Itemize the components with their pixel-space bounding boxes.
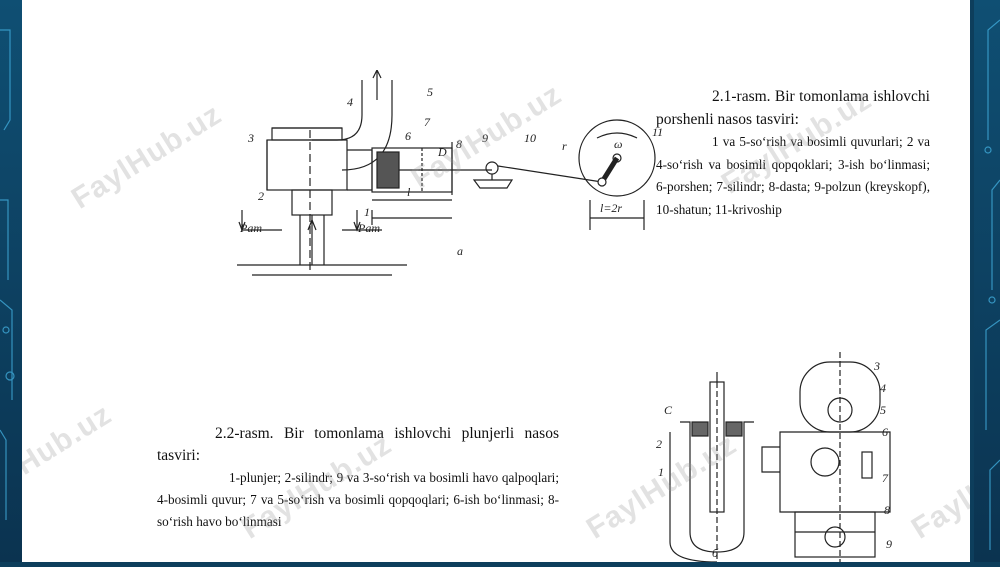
circuit-decoration-right (984, 19, 1000, 550)
watermark: FaylHub.uz (905, 427, 970, 546)
circuit-decoration-left (0, 29, 15, 520)
fig2-label-sub: б (712, 546, 719, 560)
fig2-label-6: 6 (882, 425, 888, 439)
fig2-label-2: 2 (656, 437, 662, 451)
fig1-label-r: r (562, 139, 567, 153)
fig1-label-6: 6 (405, 129, 411, 143)
figure2-caption: 2.2-rasm. Bir tomonlama ishlovchi plunje… (157, 423, 559, 533)
slide: 5 4 3 2 1 6 7 8 9 10 11 Pam Pam l D l=2r… (22, 0, 970, 562)
fig1-label-l2r: l=2r (600, 201, 622, 215)
fig1-label-3: 3 (247, 131, 254, 145)
fig1-label-omega: ω (614, 137, 622, 151)
fig1-label-4: 4 (347, 95, 353, 109)
fig1-label-l: l (407, 185, 411, 199)
fig2-label-1: 1 (658, 465, 664, 479)
plunger-pump-diagram: 3 4 5 6 7 8 9 C 2 1 б (656, 352, 892, 562)
fig1-label-7: 7 (424, 115, 431, 129)
fig1-label-8: 8 (456, 137, 462, 151)
right-circuit-border (974, 0, 1000, 562)
fig1-label-11: 11 (652, 125, 663, 139)
fig2-label-8: 8 (884, 503, 890, 517)
figure1-title: 2.1-rasm. Bir tomonlama ishlovchi porshe… (656, 88, 930, 128)
left-circuit-border (0, 0, 26, 562)
fig1-label-2: 2 (258, 189, 264, 203)
fig1-label-1: 1 (364, 205, 370, 219)
watermark: FaylHub.uz (65, 97, 228, 216)
watermark: FaylHub.uz (22, 397, 118, 516)
fig2-label-4: 4 (880, 381, 886, 395)
figure1-caption: 2.1-rasm. Bir tomonlama ishlovchi porshe… (656, 86, 930, 221)
piston-pump-diagram: 5 4 3 2 1 6 7 8 9 10 11 Pam Pam l D l=2r… (237, 70, 663, 276)
fig1-label-D: D (437, 145, 447, 159)
fig2-label-9: 9 (886, 537, 892, 551)
figure2-legend: 1-plunjer; 2-silindr; 9 va 3-so‘rish va … (157, 470, 559, 529)
fig1-label-5: 5 (427, 85, 433, 99)
fig1-label-pam-left: Pam (239, 221, 262, 235)
fig2-label-c: C (664, 403, 673, 417)
figure2-title: 2.2-rasm. Bir tomonlama ishlovchi plunje… (157, 425, 559, 464)
fig2-label-7: 7 (882, 471, 889, 485)
fig1-label-9: 9 (482, 131, 488, 145)
fig1-label-10: 10 (524, 131, 536, 145)
fig2-label-3: 3 (873, 359, 880, 373)
figure1-legend: 1 va 5-so‘rish va bosimli quvurlari; 2 v… (656, 134, 930, 217)
fig1-label-pam-right: Pam (357, 221, 380, 235)
fig2-label-5: 5 (880, 403, 886, 417)
fig1-label-sub: a (457, 244, 463, 258)
